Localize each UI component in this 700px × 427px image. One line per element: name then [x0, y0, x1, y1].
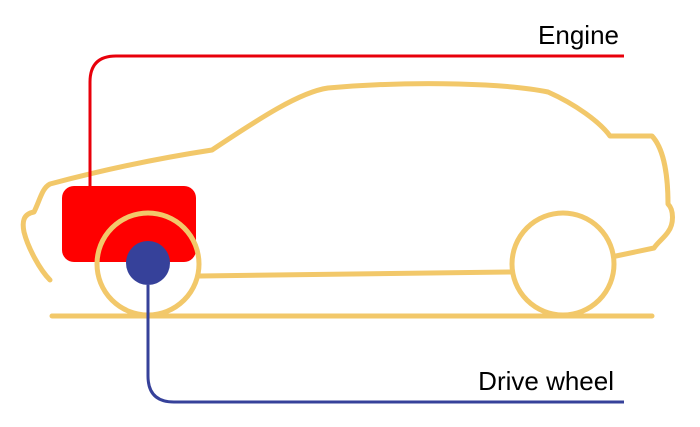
engine-leader-line — [88, 54, 624, 186]
car-sill-line — [197, 269, 515, 279]
drive-wheel-leader-line — [146, 285, 624, 404]
rear-wheel — [509, 210, 617, 318]
car-body-outline — [20, 81, 675, 283]
engine-block — [62, 186, 196, 262]
drive-wheel-hub — [126, 241, 170, 285]
drive-wheel-label: Drive wheel — [478, 366, 614, 396]
engine-label: Engine — [538, 20, 619, 50]
